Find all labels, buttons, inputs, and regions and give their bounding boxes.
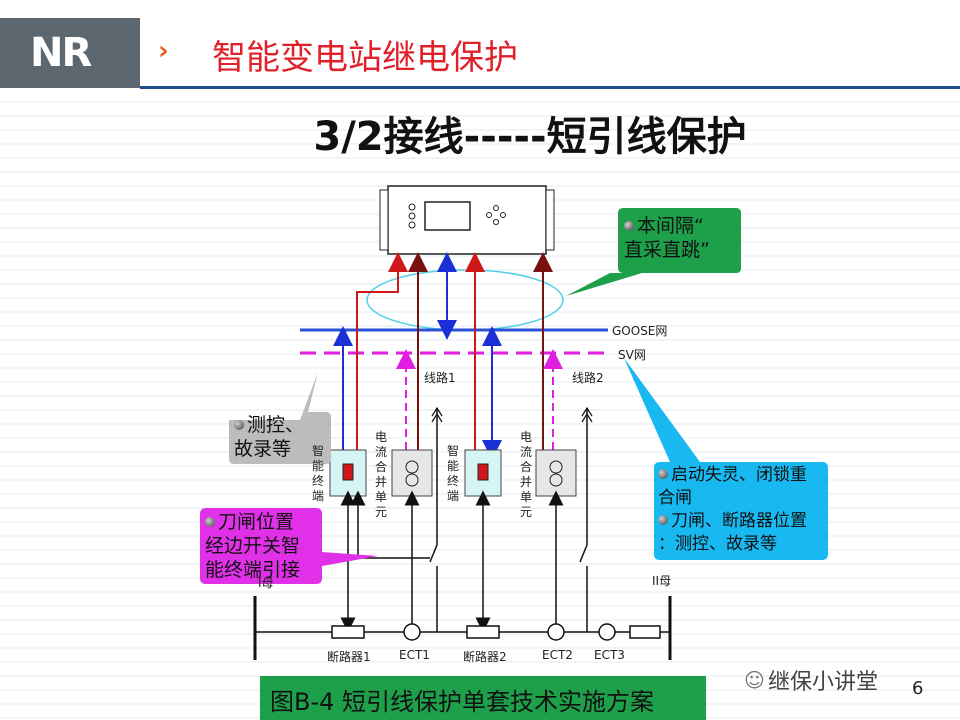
bullet-icon: [624, 221, 634, 231]
watermark-text: 继保小讲堂: [768, 670, 879, 695]
page-number: 6: [912, 678, 924, 699]
bullet-icon: [234, 420, 244, 430]
breaker-3: [629, 625, 661, 639]
goose-network-label: GOOSE网: [612, 324, 668, 338]
ect2-label: ECT2: [542, 648, 573, 662]
callout-knife-bubble: [200, 508, 378, 584]
chevron-right-icon: ›: [158, 36, 169, 66]
figure-caption: 图B-4 短引线保护单套技术实施方案: [270, 688, 655, 716]
figure-caption-box: 图B-4 短引线保护单套技术实施方案: [260, 676, 706, 720]
breaker-1: [331, 625, 365, 639]
line2-label: 线路2: [572, 371, 604, 385]
direct-link-ellipse: [366, 269, 564, 331]
ect1: [403, 623, 421, 641]
breaker-2: [466, 625, 500, 639]
ect3-label: ECT3: [594, 648, 625, 662]
callout-start-bubble: [624, 358, 828, 560]
terminal-b-label: 智能终端: [446, 444, 459, 503]
callout-direct-text: 本间隔“ 直采直跳”: [624, 215, 710, 261]
merging-b-box: [535, 449, 577, 497]
bullet-icon: [658, 515, 668, 525]
sv-network-label: SV网: [618, 348, 646, 362]
breaker-2-label: 断路器2: [463, 650, 507, 664]
logo-box: [0, 18, 140, 88]
merging-a-label: 电流合并单元: [374, 430, 387, 519]
breaker-1-label: 断路器1: [327, 650, 371, 664]
callout-knife-text: 刀闸位置 经边开关智 能终端引接: [205, 511, 301, 581]
header-top-stripe: [0, 0, 960, 18]
bullet-icon: [205, 517, 215, 527]
terminal-b-box: [464, 449, 502, 497]
wechat-icon: ☺: [744, 668, 765, 692]
trip-link-left: [356, 252, 408, 450]
ect2: [547, 623, 565, 641]
header-divider: [140, 86, 960, 89]
merging-b-label: 电流合并单元: [519, 430, 532, 519]
callout-measure-text: 测控、 故录等: [234, 414, 305, 460]
protection-device: [379, 185, 555, 255]
ect3: [598, 623, 616, 641]
slide-title: 3/2接线-----短引线保护: [313, 114, 747, 160]
terminal-a-label: 智能终端: [311, 444, 324, 503]
ect1-label: ECT1: [399, 648, 430, 662]
header-title: 智能变电站继电保护: [212, 38, 518, 78]
bus-i-label: I母: [258, 576, 274, 590]
company-logo: NR: [30, 30, 92, 76]
bullet-icon: [658, 469, 668, 479]
header-title-band: [140, 18, 960, 88]
callout-start-text: 启动失灵、闭锁重 合闸 刀闸、断路器位置 ：测控、故录等: [658, 465, 807, 554]
callout-measure-bubble: [229, 372, 331, 464]
merging-a-box: [391, 449, 433, 497]
line1-label: 线路1: [424, 371, 456, 385]
bus-ii-label: II母: [652, 574, 672, 588]
callout-direct-bubble: [566, 208, 741, 296]
terminal-a-box: [329, 449, 367, 497]
